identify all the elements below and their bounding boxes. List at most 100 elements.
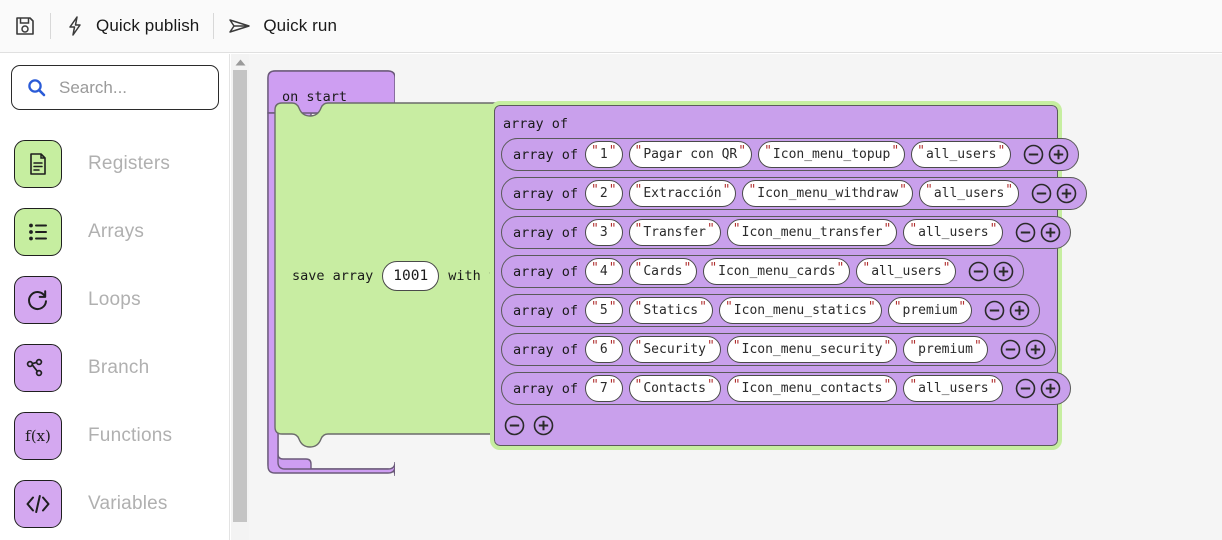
minus-circle-icon[interactable] — [1031, 183, 1052, 204]
array-of-row[interactable]: array of"7""Contacts""Icon_menu_contacts… — [501, 372, 1072, 405]
outer-array-of-block[interactable]: array of array of"1""Pagar con QR""Icon_… — [490, 101, 1088, 450]
array-of-label: array of — [513, 263, 579, 280]
sidebar-item-loops[interactable]: Loops — [0, 266, 229, 334]
string-field[interactable]: "premium" — [903, 336, 988, 363]
string-field[interactable]: "Icon_menu_cards" — [703, 258, 851, 285]
row-stepper — [1027, 183, 1077, 204]
array-of-row[interactable]: array of"1""Pagar con QR""Icon_menu_topu… — [501, 138, 1080, 171]
toolbar-divider-1 — [50, 13, 51, 39]
plus-circle-icon[interactable] — [1056, 183, 1077, 204]
scroll-up-arrow-icon[interactable] — [234, 57, 246, 67]
string-field[interactable]: "all_users" — [911, 141, 1012, 168]
sidebar-item-label: Variables — [88, 493, 168, 514]
string-field[interactable]: "all_users" — [856, 258, 957, 285]
sidebar-item-label: Functions — [88, 425, 173, 446]
sidebar-item-registers[interactable]: Registers — [0, 130, 229, 198]
search-input[interactable]: Search... — [11, 65, 219, 110]
quick-publish-button[interactable]: Quick publish — [51, 0, 213, 53]
minus-circle-icon[interactable] — [984, 300, 1005, 321]
array-of-row[interactable]: array of "4""Cards""Icon_menu_cards""all_… — [501, 255, 1025, 288]
array-id-field[interactable]: 1001 — [382, 261, 440, 291]
plus-circle-icon[interactable] — [993, 261, 1014, 282]
array-of-row[interactable]: array of"2""Extracción""Icon_menu_withdr… — [501, 177, 1088, 210]
string-field[interactable]: "Icon_menu_statics" — [718, 297, 882, 324]
sidebar-item-branch[interactable]: Branch — [0, 334, 229, 402]
refresh-icon — [14, 276, 62, 324]
string-field[interactable]: "Icon_menu_withdraw" — [742, 180, 913, 207]
plus-circle-icon[interactable] — [1040, 222, 1061, 243]
string-field[interactable]: "Icon_menu_transfer" — [726, 219, 898, 246]
string-field[interactable]: "Icon_menu_contacts" — [726, 375, 898, 402]
quote-mark: " — [997, 144, 1006, 159]
string-value: premium — [918, 342, 973, 357]
function-icon: f(x) — [14, 412, 62, 460]
minus-circle-icon[interactable] — [1023, 144, 1044, 165]
minus-circle-icon[interactable] — [1000, 339, 1021, 360]
string-field[interactable]: "2" — [585, 180, 623, 207]
array-of-label: array of — [513, 185, 579, 202]
plus-circle-icon[interactable] — [533, 415, 554, 436]
minus-circle-icon[interactable] — [1015, 378, 1036, 399]
quote-mark: " — [883, 339, 892, 354]
search-placeholder: Search... — [59, 77, 128, 97]
string-field[interactable]: "Icon_menu_security" — [726, 336, 898, 363]
quote-mark: " — [591, 183, 599, 198]
string-field[interactable]: "all_users" — [903, 219, 1004, 246]
sidebar-item-functions[interactable]: f(x) Functions — [0, 402, 229, 470]
plus-circle-icon[interactable] — [1040, 378, 1061, 399]
string-value: Icon_menu_security — [741, 342, 883, 357]
quote-mark: " — [608, 144, 617, 159]
plus-circle-icon[interactable] — [1025, 339, 1046, 360]
quote-mark: " — [591, 222, 599, 237]
plus-circle-icon[interactable] — [1009, 300, 1030, 321]
string-field[interactable]: "Security" — [628, 336, 721, 363]
scrollbar-thumb[interactable] — [233, 70, 247, 522]
quote-mark: " — [989, 222, 998, 237]
string-field[interactable]: "4" — [585, 258, 623, 285]
quote-mark: " — [591, 144, 599, 159]
string-value: 1 — [599, 147, 608, 162]
sidebar-item-label: Registers — [88, 153, 171, 174]
sidebar-item-variables[interactable]: Variables — [0, 470, 229, 538]
string-field[interactable]: "Icon_menu_topup" — [758, 141, 906, 168]
quote-mark: " — [634, 339, 643, 354]
string-field[interactable]: "1" — [585, 141, 623, 168]
string-field[interactable]: "Pagar con QR" — [628, 141, 753, 168]
string-field[interactable]: "5" — [585, 297, 623, 324]
string-field[interactable]: "premium" — [887, 297, 973, 324]
quote-mark: " — [1005, 183, 1014, 198]
string-field[interactable]: "all_users" — [903, 375, 1004, 402]
string-field[interactable]: "Cards" — [628, 258, 698, 285]
array-of-row[interactable]: array of"3""Transfer""Icon_menu_transfer… — [501, 216, 1072, 249]
row-stepper — [964, 261, 1014, 282]
minus-circle-icon[interactable] — [968, 261, 989, 282]
string-value: 2 — [599, 186, 608, 201]
string-field[interactable]: "Statics" — [628, 297, 713, 324]
array-of-row[interactable]: array of"6""Security""Icon_menu_security… — [501, 333, 1056, 366]
array-id-value: 1001 — [393, 268, 429, 284]
quote-mark: " — [608, 261, 617, 276]
string-value: all_users — [925, 147, 997, 162]
palette-scrollbar[interactable] — [231, 54, 249, 540]
string-field[interactable]: "Transfer" — [628, 219, 721, 246]
quote-mark: " — [722, 183, 731, 198]
quote-mark: " — [608, 222, 617, 237]
save-button[interactable] — [0, 0, 50, 53]
string-field[interactable]: "3" — [585, 219, 623, 246]
sidebar-item-arrays[interactable]: Arrays — [0, 198, 229, 266]
toolbar: Quick publish Quick run — [0, 0, 1222, 53]
string-field[interactable]: "all_users" — [919, 180, 1020, 207]
array-of-row[interactable]: array of"5""Statics""Icon_menu_statics""… — [501, 294, 1041, 327]
minus-circle-icon[interactable] — [1015, 222, 1036, 243]
quote-mark: " — [709, 261, 718, 276]
save-array-block[interactable]: save array 1001 with table — [274, 102, 529, 448]
string-field[interactable]: "Contacts" — [628, 375, 721, 402]
plus-circle-icon[interactable] — [1048, 144, 1069, 165]
string-field[interactable]: "6" — [585, 336, 623, 363]
quote-mark: " — [917, 144, 925, 159]
minus-circle-icon[interactable] — [504, 415, 525, 436]
string-field[interactable]: "7" — [585, 375, 623, 402]
quick-run-button[interactable]: Quick run — [214, 0, 351, 53]
block-canvas[interactable]: on start save array 1001 with table arra… — [249, 54, 1222, 540]
string-field[interactable]: "Extracción" — [628, 180, 737, 207]
